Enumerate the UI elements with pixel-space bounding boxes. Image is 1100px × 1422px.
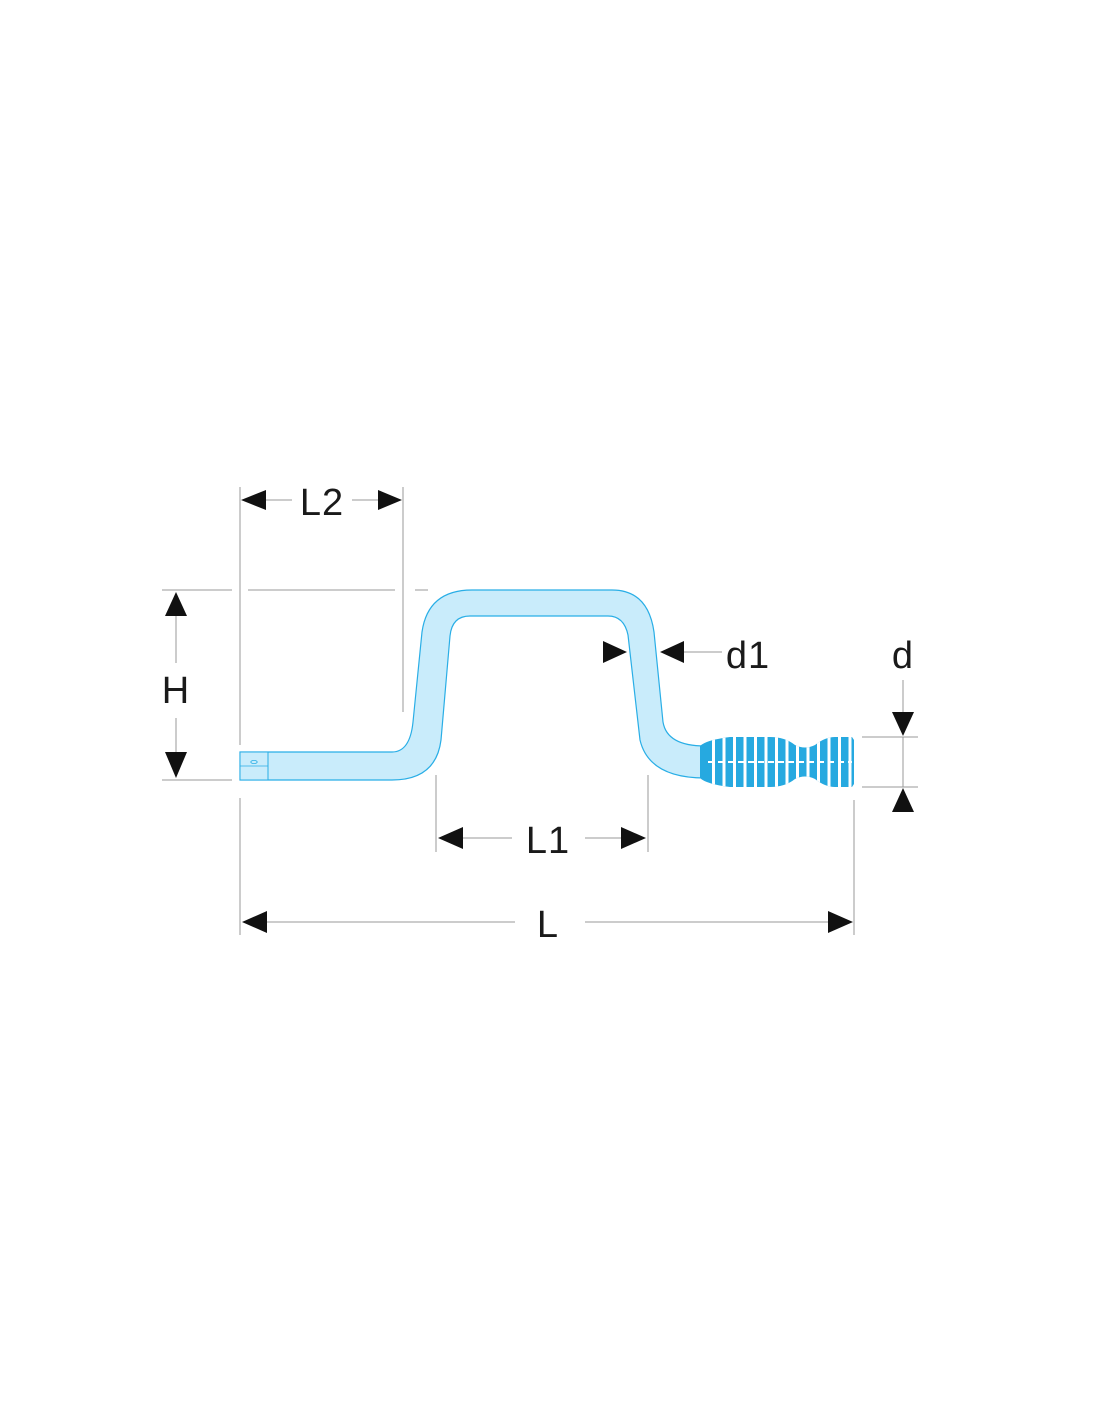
grip-stripe — [754, 737, 757, 787]
label-L: L — [537, 904, 559, 946]
shaft-outer — [239, 589, 706, 781]
label-d1: d1 — [726, 635, 770, 677]
dimension-H: H — [162, 592, 190, 778]
grip-stripe — [743, 737, 747, 787]
detent-ball-icon — [250, 760, 258, 765]
crank-shaft — [239, 589, 706, 781]
dimension-d: d — [892, 635, 914, 812]
grip-stripe — [775, 737, 778, 787]
dimension-d1: d1 — [603, 635, 770, 677]
grip-stripe — [733, 737, 736, 787]
extension-lines — [162, 487, 918, 935]
dimension-L1: L1 — [438, 820, 646, 862]
grip-stripe — [785, 737, 789, 787]
grip-stripe — [764, 737, 768, 787]
label-d: d — [892, 635, 914, 677]
label-L1: L1 — [526, 820, 570, 862]
dimension-L2: L2 — [241, 482, 402, 524]
grip-stripe — [796, 737, 799, 787]
handle-grip — [700, 737, 854, 787]
label-H: H — [162, 670, 190, 712]
label-L2: L2 — [300, 482, 344, 524]
dimension-L: L — [242, 904, 853, 946]
